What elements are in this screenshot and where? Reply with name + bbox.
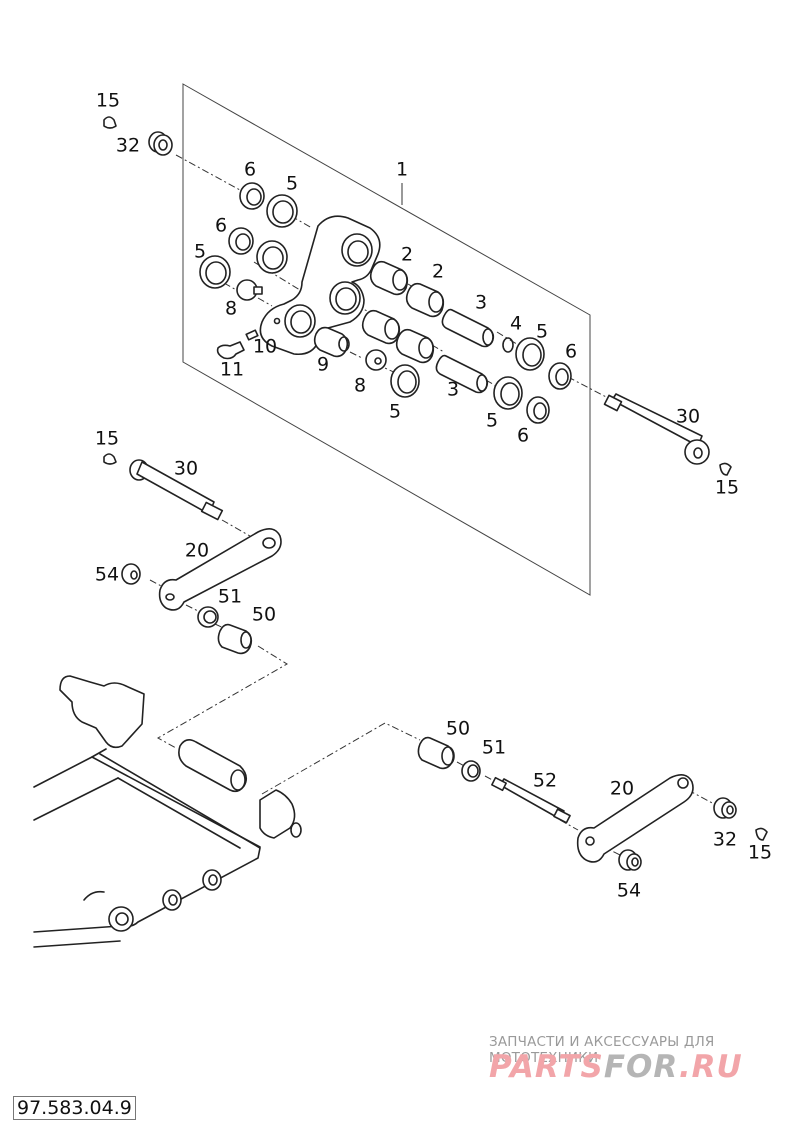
callout-label: 8 bbox=[224, 297, 238, 320]
callout-label: 2 bbox=[400, 243, 414, 266]
callout-label: 11 bbox=[219, 358, 245, 381]
part-51-washer-right bbox=[461, 760, 481, 782]
part-3-sleeve-a bbox=[441, 308, 495, 348]
part-8-grease-nipple-b bbox=[365, 349, 387, 371]
part-50-bushing-right bbox=[417, 736, 455, 770]
swingarm-frame bbox=[33, 675, 302, 948]
part-2-needle-bearing-a bbox=[369, 260, 409, 296]
part-9-bushing bbox=[313, 326, 350, 358]
callout-label: 51 bbox=[481, 736, 507, 759]
part-51-washer-left bbox=[197, 606, 219, 628]
part-15-cap bbox=[103, 116, 117, 129]
callout-label: 54 bbox=[94, 563, 120, 586]
callout-label: 6 bbox=[564, 340, 578, 363]
callout-label: 32 bbox=[712, 828, 738, 851]
part-5-bearing-mid bbox=[256, 240, 288, 274]
part-15-cap-right bbox=[719, 462, 732, 476]
callout-label: 32 bbox=[115, 134, 141, 157]
part-2-needle-bearing-d bbox=[395, 328, 435, 364]
part-5-bearing-right-b bbox=[493, 376, 523, 410]
callout-label: 20 bbox=[609, 777, 635, 800]
callout-label: 30 bbox=[173, 457, 199, 480]
part-6-seal-mid bbox=[228, 227, 254, 255]
callout-label: 3 bbox=[446, 378, 460, 401]
callout-label: 10 bbox=[252, 335, 278, 358]
part-15-cap-bottom-right bbox=[755, 827, 768, 841]
part-15-cap-mid bbox=[103, 453, 117, 465]
part-52-pivot-pin bbox=[491, 776, 571, 824]
callout-label: 5 bbox=[485, 409, 499, 432]
callout-label: 9 bbox=[316, 353, 330, 376]
callout-label: 3 bbox=[474, 291, 488, 314]
part-6-seal-right-a bbox=[548, 362, 572, 390]
part-10-screw bbox=[245, 329, 259, 341]
part-5-bearing-left bbox=[199, 255, 231, 289]
callout-label: 6 bbox=[516, 424, 530, 447]
callout-label: 4 bbox=[509, 312, 523, 335]
part-5-bearing-right-a bbox=[515, 337, 545, 371]
callout-label: 5 bbox=[388, 400, 402, 423]
part-54-nut-right bbox=[618, 849, 642, 871]
callout-label: 5 bbox=[193, 240, 207, 263]
watermark-logo-part3: .RU bbox=[678, 1049, 743, 1085]
callout-label: 6 bbox=[214, 214, 228, 237]
callout-label: 2 bbox=[431, 260, 445, 283]
callout-label: 15 bbox=[747, 841, 773, 864]
document-number: 97.583.04.9 bbox=[13, 1096, 136, 1120]
rocker-lever-body bbox=[259, 215, 381, 356]
part-32-nut-right bbox=[713, 797, 737, 819]
watermark-tagline: ЗАПЧАСТИ И АКСЕССУАРЫ ДЛЯ МОТОТЕХНИКИ bbox=[489, 1034, 715, 1066]
part-6-seal-right-b bbox=[526, 396, 550, 424]
callout-label: 5 bbox=[535, 320, 549, 343]
callout-label: 15 bbox=[95, 89, 121, 112]
part-50-bushing-left bbox=[217, 623, 253, 655]
callout-label: 50 bbox=[251, 603, 277, 626]
callout-label: 54 bbox=[616, 879, 642, 902]
callout-label: 30 bbox=[675, 405, 701, 428]
part-54-nut-left bbox=[121, 563, 141, 585]
callout-label: 20 bbox=[184, 539, 210, 562]
part-3-sleeve-b bbox=[435, 354, 489, 394]
watermark-logo-part2: FOR bbox=[603, 1049, 679, 1085]
part-5-bearing-top bbox=[266, 194, 298, 228]
callout-label: 6 bbox=[243, 158, 257, 181]
part-11-clip bbox=[216, 341, 245, 360]
part-2-needle-bearing-b bbox=[405, 282, 445, 318]
callout-label: 15 bbox=[714, 476, 740, 499]
part-30-bolt-right bbox=[603, 393, 710, 465]
callout-label: 51 bbox=[217, 585, 243, 608]
part-8-grease-nipple-a bbox=[236, 279, 263, 301]
part-4-ring bbox=[502, 337, 514, 353]
kit-outline-box bbox=[182, 83, 591, 596]
callout-label: 8 bbox=[353, 374, 367, 397]
watermark-logo-part1: PARTS bbox=[489, 1049, 604, 1085]
part-20-link-arm-right bbox=[576, 774, 694, 863]
watermark-logo: PARTSFOR.RU bbox=[489, 1049, 743, 1085]
part-6-seal-top bbox=[239, 182, 265, 210]
callout-label: 52 bbox=[532, 769, 558, 792]
part-5-bearing-bottom bbox=[390, 364, 420, 398]
part-2-needle-bearing-c bbox=[361, 309, 401, 345]
kit-label: 1 bbox=[395, 158, 409, 181]
part-32-nut bbox=[148, 131, 173, 156]
callout-label: 50 bbox=[445, 717, 471, 740]
part-20-link-arm-left bbox=[158, 528, 282, 611]
callout-label: 5 bbox=[285, 172, 299, 195]
callout-label: 15 bbox=[94, 427, 120, 450]
part-30-bolt-left bbox=[129, 459, 224, 521]
